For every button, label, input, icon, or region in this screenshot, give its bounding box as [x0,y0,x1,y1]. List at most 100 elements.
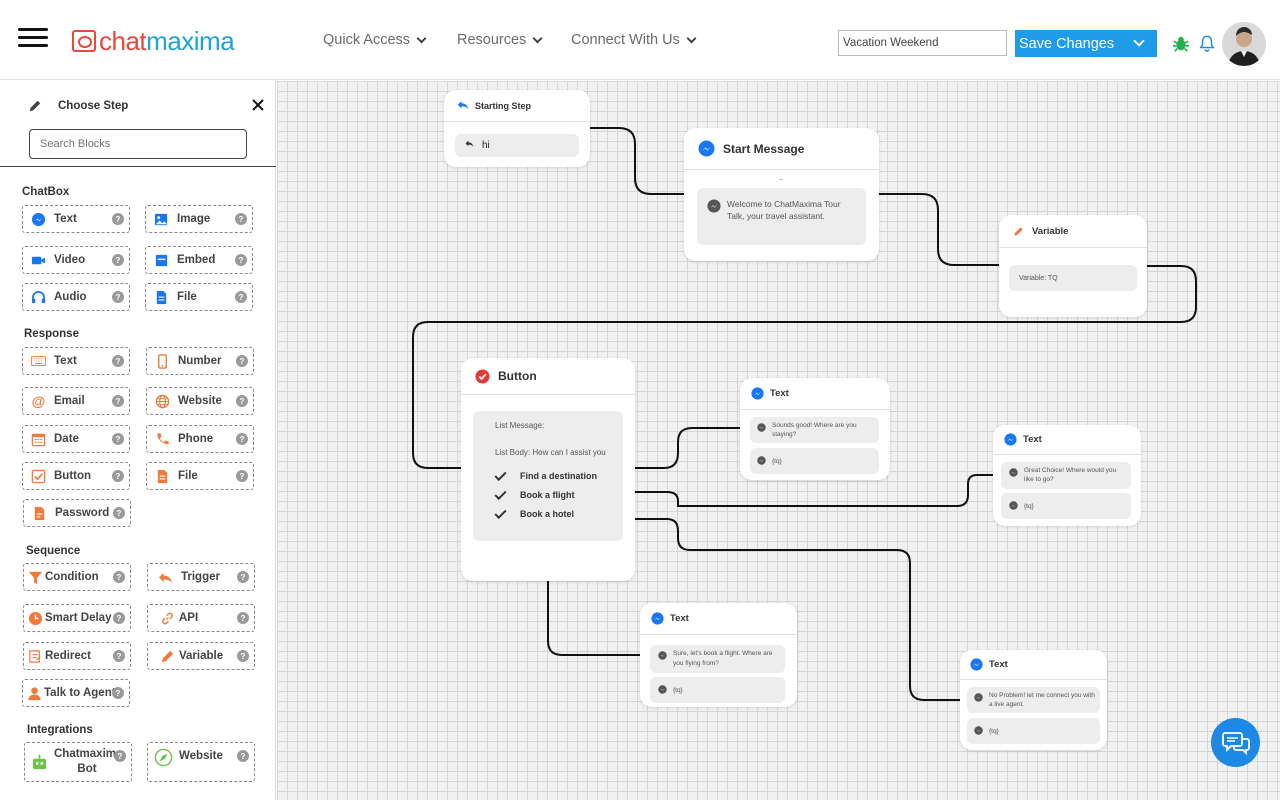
message-bubble[interactable]: Sounds good! Where are you staying? [750,417,879,443]
help-icon[interactable]: ? [236,433,248,445]
help-icon[interactable]: ? [113,507,125,519]
help-icon[interactable]: ? [237,650,249,662]
chat-support-button[interactable] [1211,718,1260,767]
flow-name-input[interactable] [838,30,1007,56]
bug-icon[interactable] [1172,35,1190,53]
document-lock-icon [32,506,47,521]
message-bubble[interactable]: No Problem! let me connect you with a li… [967,687,1100,713]
block-chatbox-file[interactable]: File? [145,283,253,311]
option-book-hotel[interactable]: Book a hotel [494,506,575,519]
help-icon[interactable]: ? [112,687,124,699]
block-response-button[interactable]: Button? [22,462,130,490]
nav-label: Quick Access [323,32,411,48]
variable-bubble[interactable]: {tq} [750,448,879,474]
video-icon [31,253,46,268]
message-bubble[interactable]: Sure, let's book a flight. Where are you… [650,645,785,673]
block-chatbox-embed[interactable]: Embed? [145,246,253,274]
help-icon[interactable]: ? [235,291,247,303]
block-chatbox-text[interactable]: Text? [22,205,130,233]
block-chatbox-audio[interactable]: Audio? [22,283,130,311]
help-icon[interactable]: ? [113,612,125,624]
block-response-date[interactable]: Date? [22,425,130,453]
block-sequence-variable[interactable]: Variable? [147,642,255,670]
help-icon[interactable]: ? [112,433,124,445]
node-text[interactable]: Text Great Choice! Where would you like … [993,425,1141,526]
block-sequence-trigger[interactable]: Trigger? [147,563,255,591]
save-changes-button[interactable]: Save Changes [1015,30,1157,57]
help-icon[interactable]: ? [113,571,125,583]
block-response-text[interactable]: Text? [22,347,130,375]
help-icon[interactable]: ? [114,750,126,762]
help-icon[interactable]: ? [112,213,124,225]
node-text[interactable]: Text Sure, let's book a flight. Where ar… [640,603,797,707]
block-integration-chatmaxima-bot[interactable]: Chatmaxima Bot? [24,742,132,782]
help-icon[interactable]: ? [112,470,124,482]
bell-icon[interactable] [1198,34,1216,53]
message-bubble[interactable]: Great Choice! Where would you like to go… [1001,462,1131,489]
user-avatar[interactable] [1222,22,1266,66]
help-icon[interactable]: ? [237,571,249,583]
chevron-down-icon[interactable] [1133,35,1145,47]
connector-message-to-variable [879,193,999,266]
list-message-card[interactable]: List Message: List Body: How can I assis… [473,411,623,541]
node-text[interactable]: Text No Problem! let me connect you with… [960,650,1107,750]
node-starting-step[interactable]: Starting Step hi [444,90,590,167]
option-book-flight[interactable]: Book a flight [494,487,575,500]
block-response-email[interactable]: @ Email? [22,387,130,415]
block-response-password[interactable]: Password? [23,499,131,527]
node-button[interactable]: Button List Message: List Body: How can … [461,358,635,581]
block-sequence-redirect[interactable]: Redirect? [23,642,131,670]
node-text[interactable]: Text Sounds good! Where are you staying?… [740,378,890,480]
block-integration-website[interactable]: Website? [147,742,255,782]
node-header: Starting Step [444,90,590,122]
message-text: Sure, let's book a flight. Where are you… [673,650,773,667]
help-icon[interactable]: ? [236,395,248,407]
variable-bubble[interactable]: {tq} [967,718,1100,744]
help-icon[interactable]: ? [237,612,249,624]
node-start-message[interactable]: Start Message _ Welcome to ChatMaxima To… [684,128,879,261]
flow-canvas[interactable]: Starting Step hi Start Message _ Welcome… [277,81,1280,800]
variable-value[interactable]: Variable: TQ [1009,265,1137,291]
block-chatbox-video[interactable]: Video? [22,246,130,274]
nav-connect-with-us[interactable]: Connect With Us [571,32,697,48]
variable-text: {tq} [989,727,999,735]
block-sequence-talk-to-agent[interactable]: Talk to Agent? [22,679,130,707]
option-label: Book a hotel [520,509,575,519]
block-response-number[interactable]: Number? [146,347,254,375]
node-variable[interactable]: Variable Variable: TQ [999,215,1147,317]
node-title: Text [989,659,1008,670]
block-sequence-api[interactable]: API? [147,604,255,632]
search-blocks-input[interactable] [29,129,247,159]
help-icon[interactable]: ? [112,254,124,266]
option-find-destination[interactable]: Find a destination [494,468,597,481]
block-response-phone[interactable]: Phone? [146,425,254,453]
block-label: Phone [178,433,214,445]
nav-quick-access[interactable]: Quick Access [323,32,427,48]
block-sequence-smart-delay[interactable]: Smart Delay? [23,604,131,632]
reply-arrow-icon [457,100,469,111]
help-icon[interactable]: ? [236,470,248,482]
messenger-icon [757,455,766,467]
help-icon[interactable]: ? [113,650,125,662]
hamburger-menu-icon[interactable] [18,28,48,48]
variable-bubble[interactable]: {tq} [1001,493,1131,519]
image-icon [154,212,169,227]
block-response-website[interactable]: Website? [146,387,254,415]
variable-bubble[interactable]: {tq} [650,677,785,703]
nav-resources[interactable]: Resources [457,32,543,48]
block-response-file[interactable]: File? [146,462,254,490]
help-icon[interactable]: ? [112,395,124,407]
help-icon[interactable]: ? [235,254,247,266]
help-icon[interactable]: ? [237,750,249,762]
message-bubble[interactable]: Welcome to ChatMaxima Tour Talk, your tr… [697,188,866,245]
block-chatbox-image[interactable]: Image? [145,205,253,233]
block-sequence-condition[interactable]: Condition? [23,563,131,591]
help-icon[interactable]: ? [235,213,247,225]
help-icon[interactable]: ? [236,355,248,367]
link-icon [160,611,175,626]
help-icon[interactable]: ? [112,291,124,303]
keyword-chip[interactable]: hi [455,134,579,157]
close-icon[interactable] [250,97,266,113]
help-icon[interactable]: ? [112,355,124,367]
